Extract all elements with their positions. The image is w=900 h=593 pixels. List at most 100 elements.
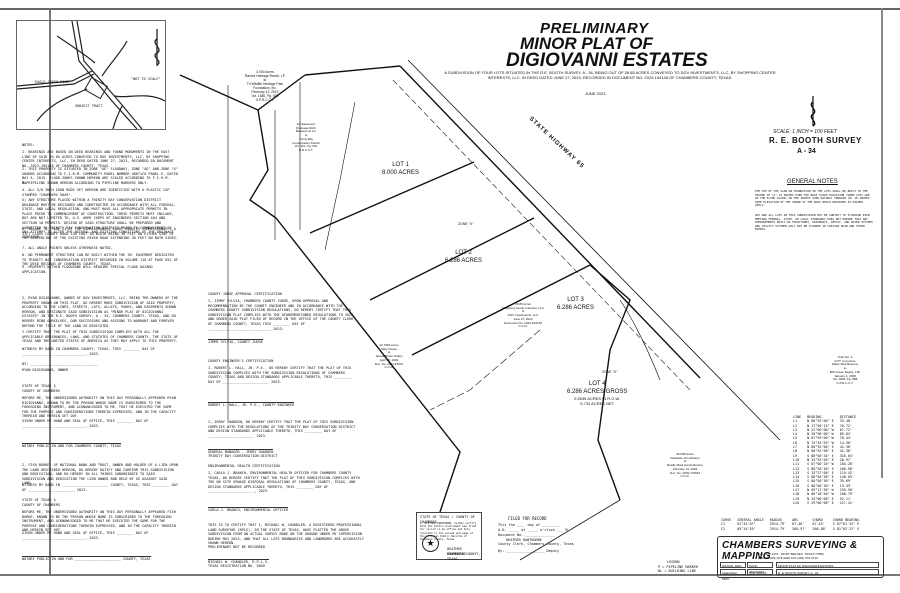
notes-item: 8. NO PERMANENT STRUCTURE CAN BE BUILT W… [22,253,181,267]
clerk-seal-signer: HEATHER HAWTHORNE [447,547,466,556]
adjacent-tract-label: 36.668 Acres Delaware Gin Abrams to Brad… [667,452,703,479]
north-arrow-icon [154,29,160,66]
plat-subtitle: A SUBDIVISION OF FOUR LOTS SITUATED IN T… [444,70,777,80]
surveyor-certification-text: THIS IS TO CERTIFY THAT I, MICHAEL W. CH… [208,523,367,546]
filed-clerk-title: County Clerk, Chambers County, Texas [498,542,574,546]
cell: 87.45' [812,522,825,527]
lot-area: 6.286 ACRES [445,258,483,264]
cell: N 34°35'04" E [807,457,834,462]
notary2-county: COUNTY OF CHAMBERS [22,503,60,507]
cell: S 80°18'40" E [807,466,834,471]
cell: S 80°00'30" E [807,483,834,488]
subject-tract-label: SUBJECT TRACT [75,104,103,108]
lot-name: LOT 2 [455,250,472,256]
cell: L13 [793,470,800,475]
notary1-given: GIVEN UNDER MY HAND AND SEAL OF OFFICE, … [22,419,151,428]
drawing-date: DATE: 06/15/2023 [747,562,773,574]
notes-item: 2. THIS PROPERTY IS SITUATED IN ZONE "AE… [22,167,181,185]
clerk-seal-heading: STATE OF TEXAS / COUNTY OF CHAMBERS [420,515,477,524]
scale-label: SCALE: 1 INCH = 100 FEET [773,129,837,135]
cell: 108.79' [839,492,855,497]
filed-line-1: This the ____ day of ________ [498,523,560,527]
county-seal-star-icon: ★ [422,535,439,552]
adjacent-tract-label: Tract No. 2 0.6** of an Acre Water Well … [829,355,861,385]
notes-item: 9. PROPERTY WITHIN FLOODZONE WILL REQUIR… [22,265,155,274]
legend-item: BL = BUILDING LINE [658,569,696,573]
cell: L10 [793,457,800,462]
cell: C1 [721,522,726,527]
cell: S 07°00'20" W [807,462,834,467]
cell: S 81°02'22" E [832,526,860,531]
cell: L5 [793,436,798,441]
survey-abstract: A - 34 [797,148,816,155]
notes-item: 4. ALL 5/8 INCH IRON RODS SET HEREON ARE… [22,188,172,197]
county-engineer-text: I, ROBERT L. HALL, JR. P.E., DO HEREBY C… [208,366,354,384]
surveyor-registration: TEXAS REGISTRATION NO. 5049 [208,564,265,568]
lot-area: 6.286 ACRES [557,305,595,311]
cell: 42.36' [839,449,852,454]
cell: L1 [793,419,798,424]
lot-name: LOT 3 [567,297,584,303]
curve-table-header: CHORD [812,518,823,522]
cell: L9 [793,453,798,458]
legend-item: P = PIPELINE MARKER [658,565,699,569]
county-judge-text: I, JIMMY SYLVIA, CHAMBERS COUNTY JUDGE, … [208,299,356,331]
cell: 119.42' [839,470,855,475]
cell: L15 [793,479,800,484]
environmental-heading: ENVIRONMENTAL HEALTH CERTIFICATION [208,464,280,468]
cell: L16 [793,483,800,488]
cell: S 80°56'36" E [807,479,834,484]
notary2-text: BEFORE ME, THE UNDERSIGNED AUTHORITY ON … [22,510,178,533]
cell: L17 [793,488,800,493]
curve-table: CURVE CENTRAL ANGLE RADIUS ARC CHORD CHO… [718,518,862,531]
cell: 89.82' [839,432,852,437]
cell: N 69°11'36" W [807,488,834,493]
general-note-1: THE TOP OF THE SLAB ON FOUNDATION ON THE… [755,189,872,208]
drawn-by: DRAWN: RMC [720,562,746,568]
cell: 70.72' [839,423,852,428]
lot-area: 6.286 ACRES GROSS [567,389,628,395]
county-engineer-signature: ROBERT L. HALL, JR. P.E., COUNTY ENGINEE… [208,402,295,407]
notary1-footer: NOTARY PUBLIC IN AND FOR CHAMBERS COUNTY… [22,443,122,448]
owner-signature-line: BY: ________________________________ [22,362,98,366]
general-notes-heading: GENERAL NOTES [787,179,838,185]
vicinity-map: "NOT TO SCALE" EAGLE CREEK ROAD SUBJECT … [16,20,166,130]
cell: L12 [793,466,800,471]
cell: L11 [793,462,800,467]
lot-4-label: LOT 4 6.286 ACRES GROSS 0.5535 ACRES IN … [567,380,627,406]
lot-row-area: 0.5535 ACRES IN R.O.W. [574,396,621,401]
cell: N 20°58'00" W [807,432,834,437]
plat-status-label: PRELIMINARY [540,20,649,37]
north-arrow-icon [810,96,816,127]
notes-item: 5) ANY STRUCTURE PLACED WITHIN A TRINITY… [22,198,178,239]
cell: S 80°56'36" E [807,475,834,480]
cell: N 80°35'00" E [807,419,834,424]
cell: 2914.79' [769,526,787,531]
adjacent-tract-label: 10' Easement Drainage Ditch Between at L… [292,122,320,152]
notary2-footer: NOTARY PUBLIC IN AND FOR _______________… [22,556,151,561]
cell: L18 [793,492,800,497]
job-number: JOB: 6/20/23 [747,569,773,575]
notary1-county: COUNTY OF CHAMBERS [22,389,60,393]
owner-dedication-text: I, RYAN DIGIOVANNI, OWNER OF DGV INVESTM… [22,296,181,328]
cell: 42.36' [839,445,852,450]
cell: N 75°45'55" W [807,440,834,445]
cell: 268.97' [792,526,807,531]
cell: N 80°35'00" E [807,449,834,454]
cell: L2 [793,423,798,428]
curve-table-header: RADIUS [769,518,783,522]
cell: N 80°35'00" E [807,445,834,450]
project-name: MINOR PLAT OF DIGIOVANNI ESTATES [776,562,879,568]
lot-name: LOT 1 [392,162,409,168]
